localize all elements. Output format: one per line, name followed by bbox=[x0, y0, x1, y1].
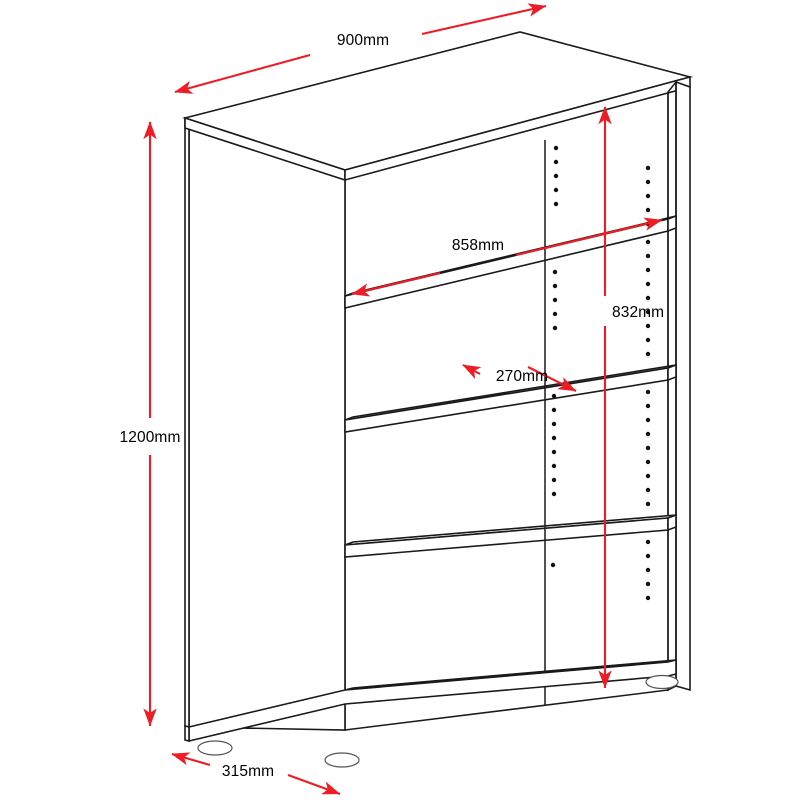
dimension-width-900-label: 900mm bbox=[337, 32, 389, 49]
dimension-shelf-depth-270: 270mm bbox=[462, 364, 577, 392]
dimension-depth-315: 315mm bbox=[171, 752, 341, 795]
dimension-depth-315-line-upper bbox=[171, 752, 211, 767]
dimension-shelf-depth-270-label: 270mm bbox=[496, 368, 548, 385]
dimension-width-900-line-left bbox=[174, 53, 311, 94]
dimension-depth-315-line-lower bbox=[287, 774, 341, 795]
shelf-lower bbox=[344, 513, 677, 558]
dimension-shelf-depth-270-line-lower bbox=[527, 366, 577, 392]
dimension-shelf-width-858: 858mm bbox=[351, 217, 663, 297]
bookcase-carcass bbox=[182, 31, 694, 768]
dimension-width-900-line-right bbox=[421, 3, 547, 36]
dimension-height-1200: 1200mm bbox=[120, 121, 181, 727]
base-panel bbox=[188, 658, 677, 743]
dimension-depth-315-label: 315mm bbox=[222, 763, 274, 780]
dimension-height-1200-label: 1200mm bbox=[120, 429, 181, 446]
dimension-shelf-width-858-line-left bbox=[351, 271, 441, 297]
foot-front-right-glide bbox=[324, 752, 360, 768]
peg-column-rear bbox=[645, 165, 651, 601]
shelf-middle-right-edge bbox=[667, 363, 677, 382]
left-side-panel-edge bbox=[184, 116, 190, 729]
dimension-shelf-depth-270-line-upper bbox=[462, 364, 482, 379]
dimension-shelf-width-858-label: 858mm bbox=[452, 237, 504, 254]
peg-column-front bbox=[550, 145, 559, 568]
right-side-panel-inner bbox=[667, 79, 677, 692]
dimension-internal-height-832: 832mm bbox=[598, 106, 664, 689]
right-side-panel bbox=[675, 80, 691, 692]
left-side-panel bbox=[188, 118, 346, 731]
dimension-internal-height-832-label: 832mm bbox=[612, 304, 664, 321]
base-left-plinth bbox=[184, 724, 190, 743]
shelf-lower-right-edge bbox=[667, 513, 677, 532]
foot-front-left-glide bbox=[197, 740, 233, 756]
dimension-width-900: 900mm bbox=[174, 3, 547, 94]
dimension-shelf-width-858-line-right bbox=[515, 217, 663, 257]
shelf-upper-right-edge bbox=[667, 214, 677, 233]
foot-rear-right-glide bbox=[645, 674, 679, 690]
base-panel-front-edge bbox=[188, 658, 677, 743]
